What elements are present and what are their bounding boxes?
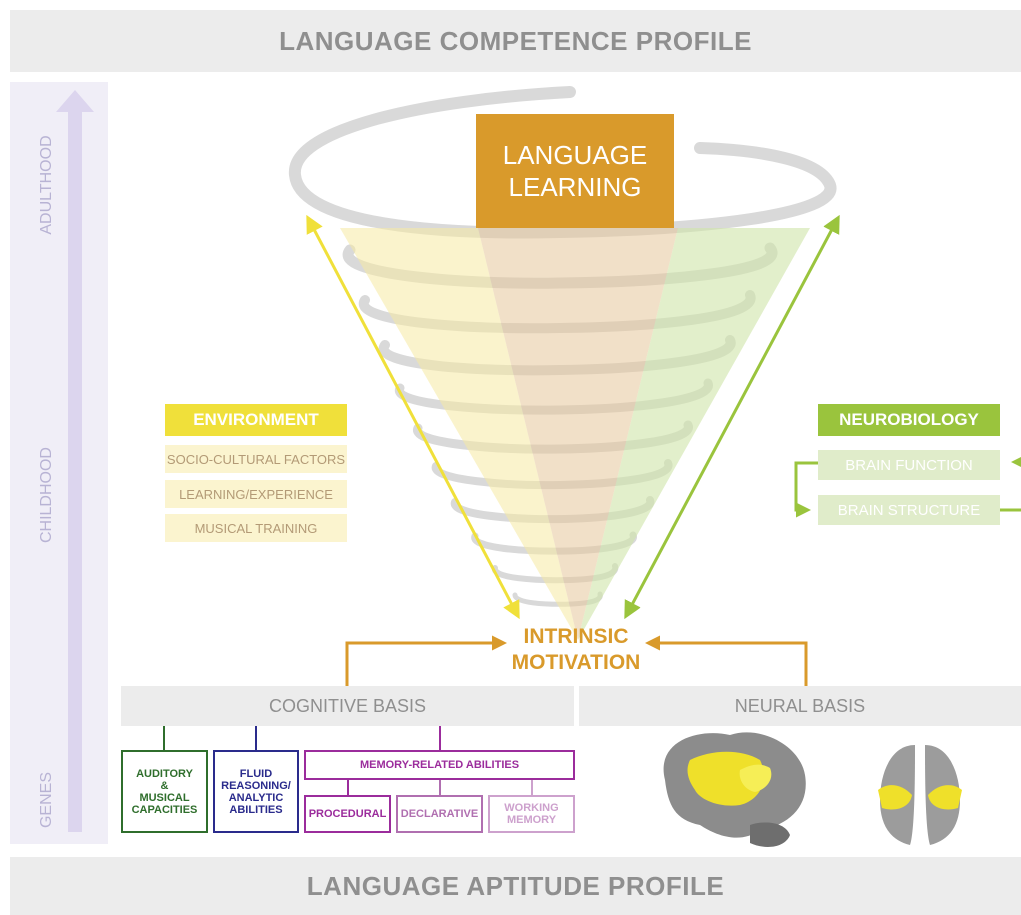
auditory-musical-box: AUDITORY & MUSICAL CAPACITIES: [121, 750, 208, 833]
fluid-line2: REASONING/: [221, 779, 291, 792]
ability-connectors: [163, 726, 533, 795]
cone: [340, 228, 810, 640]
fluid-line3: ANALYTIC: [228, 791, 284, 804]
age-axis: [10, 82, 108, 844]
auditory-line4: CAPACITIES: [131, 803, 198, 816]
procedural-label: PROCEDURAL: [308, 808, 387, 820]
brain-top-image: [878, 745, 962, 845]
memory-related-box: MEMORY-RELATED ABILITIES: [304, 750, 575, 780]
memory-related-label: MEMORY-RELATED ABILITIES: [359, 759, 520, 771]
age-arrow: [56, 90, 94, 832]
working-line2: MEMORY: [506, 814, 557, 826]
neurobiology-item-brain-structure: BRAIN STRUCTURE: [818, 495, 1000, 525]
language-learning-line2: LEARNING: [508, 172, 642, 202]
working-line1: WORKING: [504, 802, 559, 814]
fluid-line1: FLUID: [239, 767, 273, 780]
motivation-line2: MOTIVATION: [511, 651, 641, 674]
motivation-arrows: [345, 635, 808, 686]
environment-item-musical-training: MUSICAL TRAINING: [165, 514, 347, 542]
environment-title: ENVIRONMENT: [193, 410, 319, 429]
environment-item-learning-experience: LEARNING/EXPERIENCE: [165, 480, 347, 508]
declarative-box: DECLARATIVE: [396, 795, 483, 833]
cognitive-basis-header: COGNITIVE BASIS: [121, 686, 574, 726]
neural-basis-label: NEURAL BASIS: [734, 695, 866, 716]
auditory-line1: AUDITORY: [136, 767, 193, 780]
competence-profile-banner: LANGUAGE COMPETENCE PROFILE: [10, 10, 1021, 72]
procedural-box: PROCEDURAL: [304, 795, 391, 833]
auditory-line2: &: [160, 779, 169, 792]
language-learning-box: LANGUAGE LEARNING: [476, 114, 674, 228]
motivation-line1: INTRINSIC: [523, 625, 629, 648]
neurobiology-arrow: [624, 214, 840, 620]
neurobiology-header: NEUROBIOLOGY: [818, 404, 1000, 436]
auditory-line3: MUSICAL: [139, 791, 190, 804]
language-learning-line1: LANGUAGE: [502, 140, 648, 170]
environment-header: ENVIRONMENT: [165, 404, 347, 436]
neurobiology-item-brain-function: BRAIN FUNCTION: [818, 450, 1000, 480]
fluid-line4: ABILITIES: [229, 803, 283, 816]
working-memory-box: WORKING MEMORY: [488, 795, 575, 833]
intrinsic-motivation-label: INTRINSIC MOTIVATION: [486, 624, 666, 676]
declarative-label: DECLARATIVE: [400, 808, 479, 820]
neural-basis-header: NEURAL BASIS: [579, 686, 1021, 726]
age-label-childhood: CHILDHOOD: [38, 447, 55, 544]
age-label-genes: GENES: [38, 772, 55, 829]
fluid-reasoning-box: FLUID REASONING/ ANALYTIC ABILITIES: [213, 750, 299, 833]
neurobiology-title: NEUROBIOLOGY: [839, 410, 979, 429]
age-label-adulthood: ADULTHOOD: [38, 135, 55, 235]
neuro-loop-arrows: [794, 454, 1021, 518]
aptitude-profile-title: LANGUAGE APTITUDE PROFILE: [306, 870, 725, 901]
environment-item-socio-cultural: SOCIO-CULTURAL FACTORS: [165, 445, 347, 473]
brain-side-image: [663, 732, 806, 847]
cognitive-basis-label: COGNITIVE BASIS: [268, 695, 427, 716]
aptitude-profile-banner: LANGUAGE APTITUDE PROFILE: [10, 857, 1021, 915]
competence-profile-title: LANGUAGE COMPETENCE PROFILE: [279, 25, 752, 56]
environment-arrow: [306, 214, 520, 620]
